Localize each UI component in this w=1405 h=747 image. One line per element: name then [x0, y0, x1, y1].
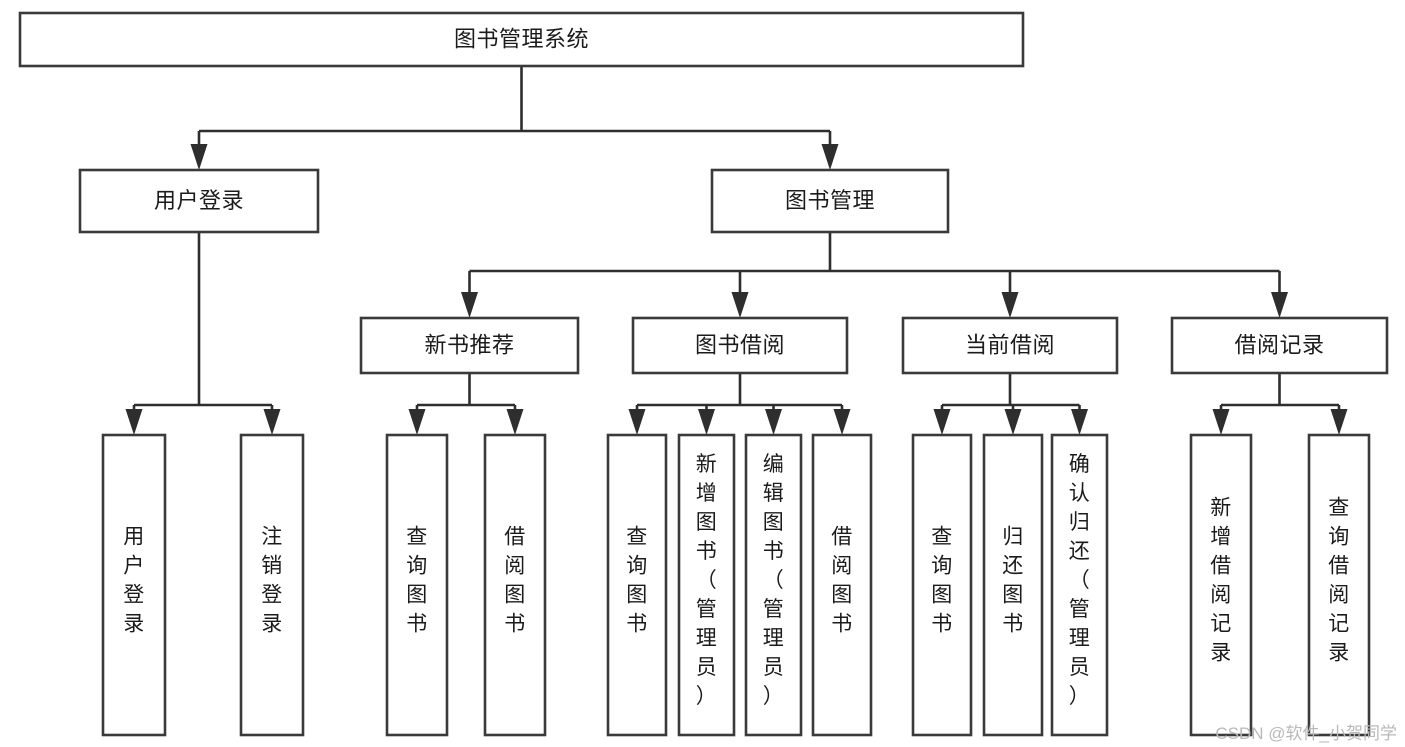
node-label: 借阅图书	[831, 526, 853, 636]
node-leaf-query-book-2[interactable]: 查询图书	[606, 433, 668, 737]
node-box	[385, 433, 449, 737]
node-leaf-logout[interactable]: 注销登录	[239, 433, 305, 737]
node-leaf-borrow-book-1[interactable]: 借阅图书	[483, 433, 547, 737]
node-leaf-borrow-book-2[interactable]: 借阅图书	[811, 433, 873, 737]
node-label: 新增借阅记录	[1210, 497, 1232, 665]
node-book-manage[interactable]: 图书管理	[710, 168, 950, 234]
edge-group-current-borrow	[933, 373, 1088, 435]
node-label: 借阅图书	[504, 526, 526, 636]
edge-arrowhead	[461, 292, 478, 318]
node-leaf-edit-book[interactable]: 编辑图书（管理员）	[744, 433, 803, 737]
node-leaf-query-book-3[interactable]: 查询图书	[911, 433, 973, 737]
node-label: 图书管理	[785, 188, 875, 213]
node-box	[101, 433, 167, 737]
node-label: 确认归还（管理员）	[1069, 453, 1091, 708]
edge-arrowhead	[506, 409, 524, 435]
node-leaf-user-login[interactable]: 用户登录	[101, 433, 167, 737]
node-box	[1050, 433, 1109, 737]
node-label: 借阅记录	[1234, 332, 1324, 357]
edge-arrowhead	[190, 144, 208, 170]
node-box	[901, 316, 1119, 375]
node-leaf-query-book-1[interactable]: 查询图书	[385, 433, 449, 737]
node-leaf-confirm-return[interactable]: 确认归还（管理员）	[1050, 433, 1109, 737]
node-leaf-query-record[interactable]: 查询借阅记录	[1307, 433, 1371, 737]
edge-arrowhead	[1071, 409, 1088, 435]
node-box	[982, 433, 1044, 737]
node-current-borrow[interactable]: 当前借阅	[901, 316, 1119, 375]
edge-arrowhead	[821, 144, 839, 170]
node-leaf-add-book[interactable]: 新增图书（管理员）	[677, 433, 736, 737]
node-label: 归还图书	[1002, 526, 1024, 636]
node-label: 用户登录	[154, 188, 244, 213]
node-label: 当前借阅	[965, 332, 1055, 357]
node-box	[710, 168, 950, 234]
node-box	[677, 433, 736, 737]
edge-arrowhead	[1212, 409, 1230, 435]
node-box	[1170, 316, 1389, 375]
edge-group-borrow-record	[1212, 373, 1348, 435]
node-label: 新书推荐	[424, 332, 514, 357]
node-label: 新增图书（管理员）	[696, 453, 718, 708]
node-label: 查询图书	[931, 526, 953, 636]
node-box	[78, 168, 320, 234]
edge-arrowhead	[408, 409, 426, 435]
node-label: 图书借阅	[695, 332, 785, 357]
node-box	[239, 433, 305, 737]
node-label: 图书管理系统	[454, 26, 589, 51]
edge-group-book-borrow	[628, 373, 851, 435]
csdn-watermark: CSDN @软件_小贺同学	[1215, 724, 1397, 743]
node-label: 查询借阅记录	[1328, 497, 1350, 665]
node-leaf-return-book[interactable]: 归还图书	[982, 433, 1044, 737]
node-box	[631, 316, 849, 375]
node-box	[359, 316, 580, 375]
edge-arrowhead	[1271, 292, 1288, 318]
node-box	[1189, 433, 1253, 737]
node-label: 编辑图书（管理员）	[763, 453, 785, 708]
edge-group-book-manage	[461, 232, 1288, 318]
node-leaf-add-record[interactable]: 新增借阅记录	[1189, 433, 1253, 737]
edge-arrowhead	[765, 409, 782, 435]
node-borrow-record[interactable]: 借阅记录	[1170, 316, 1389, 375]
node-box	[911, 433, 973, 737]
edge-arrowhead	[731, 292, 749, 318]
node-box	[811, 433, 873, 737]
edge-arrowhead	[1004, 409, 1022, 435]
edge-arrowhead	[1330, 409, 1348, 435]
node-box	[744, 433, 803, 737]
edge-group-user-login	[125, 232, 281, 435]
node-root[interactable]: 图书管理系统	[18, 11, 1025, 68]
edge-arrowhead	[628, 409, 646, 435]
node-label: 查询图书	[626, 526, 648, 636]
edge-arrowhead	[933, 409, 951, 435]
edge-group-new-book-recommend	[408, 373, 524, 435]
diagram-nodes-layer: 图书管理系统用户登录图书管理新书推荐图书借阅当前借阅借阅记录用户登录注销登录查询…	[18, 11, 1389, 737]
edge-arrowhead	[125, 409, 143, 435]
node-new-book-recommend[interactable]: 新书推荐	[359, 316, 580, 375]
node-label: 注销登录	[261, 526, 283, 636]
node-box	[606, 433, 668, 737]
node-user-login[interactable]: 用户登录	[78, 168, 320, 234]
edge-group-root	[190, 66, 839, 170]
connector-edges-layer	[125, 66, 1348, 435]
node-label: 用户登录	[123, 526, 145, 636]
node-label: 查询图书	[406, 526, 428, 636]
node-box	[1307, 433, 1371, 737]
edge-arrowhead	[263, 409, 281, 435]
node-box	[18, 11, 1025, 68]
node-book-borrow[interactable]: 图书借阅	[631, 316, 849, 375]
edge-arrowhead	[1001, 292, 1019, 318]
edge-arrowhead	[698, 409, 715, 435]
edge-arrowhead	[833, 409, 851, 435]
node-box	[483, 433, 547, 737]
